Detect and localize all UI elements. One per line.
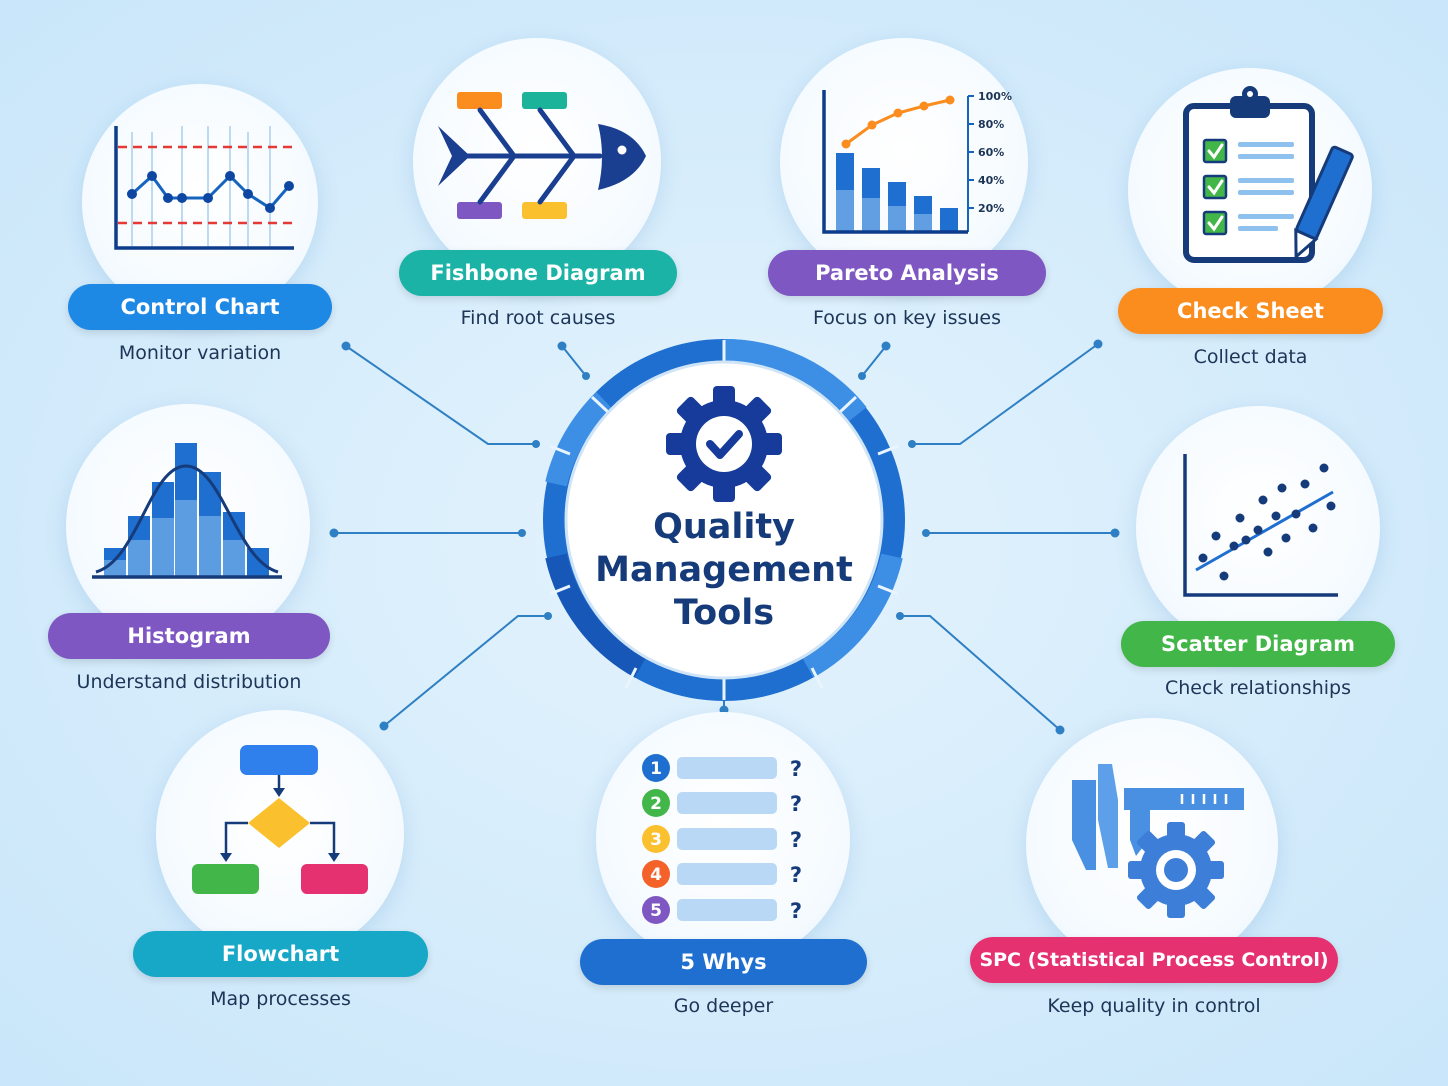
control-chart-bubble <box>82 84 318 320</box>
why-question-mark-1: ? <box>790 757 802 781</box>
histogram-desc: Understand distribution <box>76 671 302 693</box>
center-title-line-3: Tools <box>673 593 775 633</box>
histogram-icon <box>92 443 282 579</box>
spc-label: SPC (Statistical Process Control) <box>970 937 1338 983</box>
connector-flowchart <box>383 615 548 727</box>
check-sheet-desc: Collect data <box>1193 346 1308 368</box>
pareto-tick-100: 100% <box>978 90 1012 103</box>
pareto-analysis-label: Pareto Analysis <box>768 250 1046 296</box>
center-ring <box>543 338 905 701</box>
control-chart-label: Control Chart <box>68 284 332 330</box>
pareto-tick-40: 40% <box>978 174 1004 187</box>
connector-spc <box>900 615 1061 731</box>
pareto-tick-60: 60% <box>978 146 1004 159</box>
flowchart-desc: Map processes <box>210 988 351 1010</box>
fishbone-icon <box>438 92 646 219</box>
center-title: Quality Management Tools <box>574 506 874 635</box>
flowchart-icon <box>192 745 368 894</box>
connector-pareto <box>861 345 887 377</box>
five-whys-label: 5 Whys <box>580 939 867 985</box>
caliper-gear-icon <box>1072 764 1244 918</box>
spc-desc: Keep quality in control <box>1047 995 1261 1017</box>
why-number-3: 3 <box>650 830 662 850</box>
why-number-5: 5 <box>650 901 662 921</box>
pareto-bubble <box>780 38 1028 286</box>
why-number-1: 1 <box>650 759 662 779</box>
pareto-chart-icon: 100% 80% 60% 40% 20% <box>822 90 1012 234</box>
scatter-diagram-label: Scatter Diagram <box>1121 621 1395 667</box>
why-question-mark-2: ? <box>790 792 802 816</box>
five-whys-desc: Go deeper <box>673 995 774 1017</box>
clipboard-checklist-icon <box>1183 86 1354 263</box>
why-question-mark-5: ? <box>790 899 802 923</box>
check-sheet-label: Check Sheet <box>1118 288 1383 334</box>
pareto-tick-80: 80% <box>978 118 1004 131</box>
numbered-questions-icon: 1 2 3 4 5 ? ? ? ? ? <box>642 754 802 924</box>
connector-check-sheet <box>912 343 1099 445</box>
histogram-label: Histogram <box>48 613 330 659</box>
fishbone-diagram-label: Fishbone Diagram <box>399 250 677 296</box>
connector-fishbone <box>561 345 587 377</box>
flowchart-label: Flowchart <box>133 931 428 977</box>
why-question-mark-3: ? <box>790 828 802 852</box>
why-number-4: 4 <box>650 865 662 885</box>
why-number-2: 2 <box>650 794 662 814</box>
control-chart-desc: Monitor variation <box>118 342 282 364</box>
gear-check-icon <box>666 386 782 502</box>
center-title-line-2: Management <box>595 550 853 590</box>
center-title-line-1: Quality <box>653 507 795 547</box>
scatter-plot-icon <box>1183 454 1338 597</box>
connector-control-chart <box>345 345 536 445</box>
fishbone-diagram-desc: Find root causes <box>460 307 616 329</box>
scatter-diagram-desc: Check relationships <box>1164 677 1352 699</box>
pareto-tick-20: 20% <box>978 202 1004 215</box>
pareto-analysis-desc: Focus on key issues <box>812 307 1001 329</box>
why-question-mark-4: ? <box>790 863 802 887</box>
control-chart-icon <box>114 126 294 250</box>
